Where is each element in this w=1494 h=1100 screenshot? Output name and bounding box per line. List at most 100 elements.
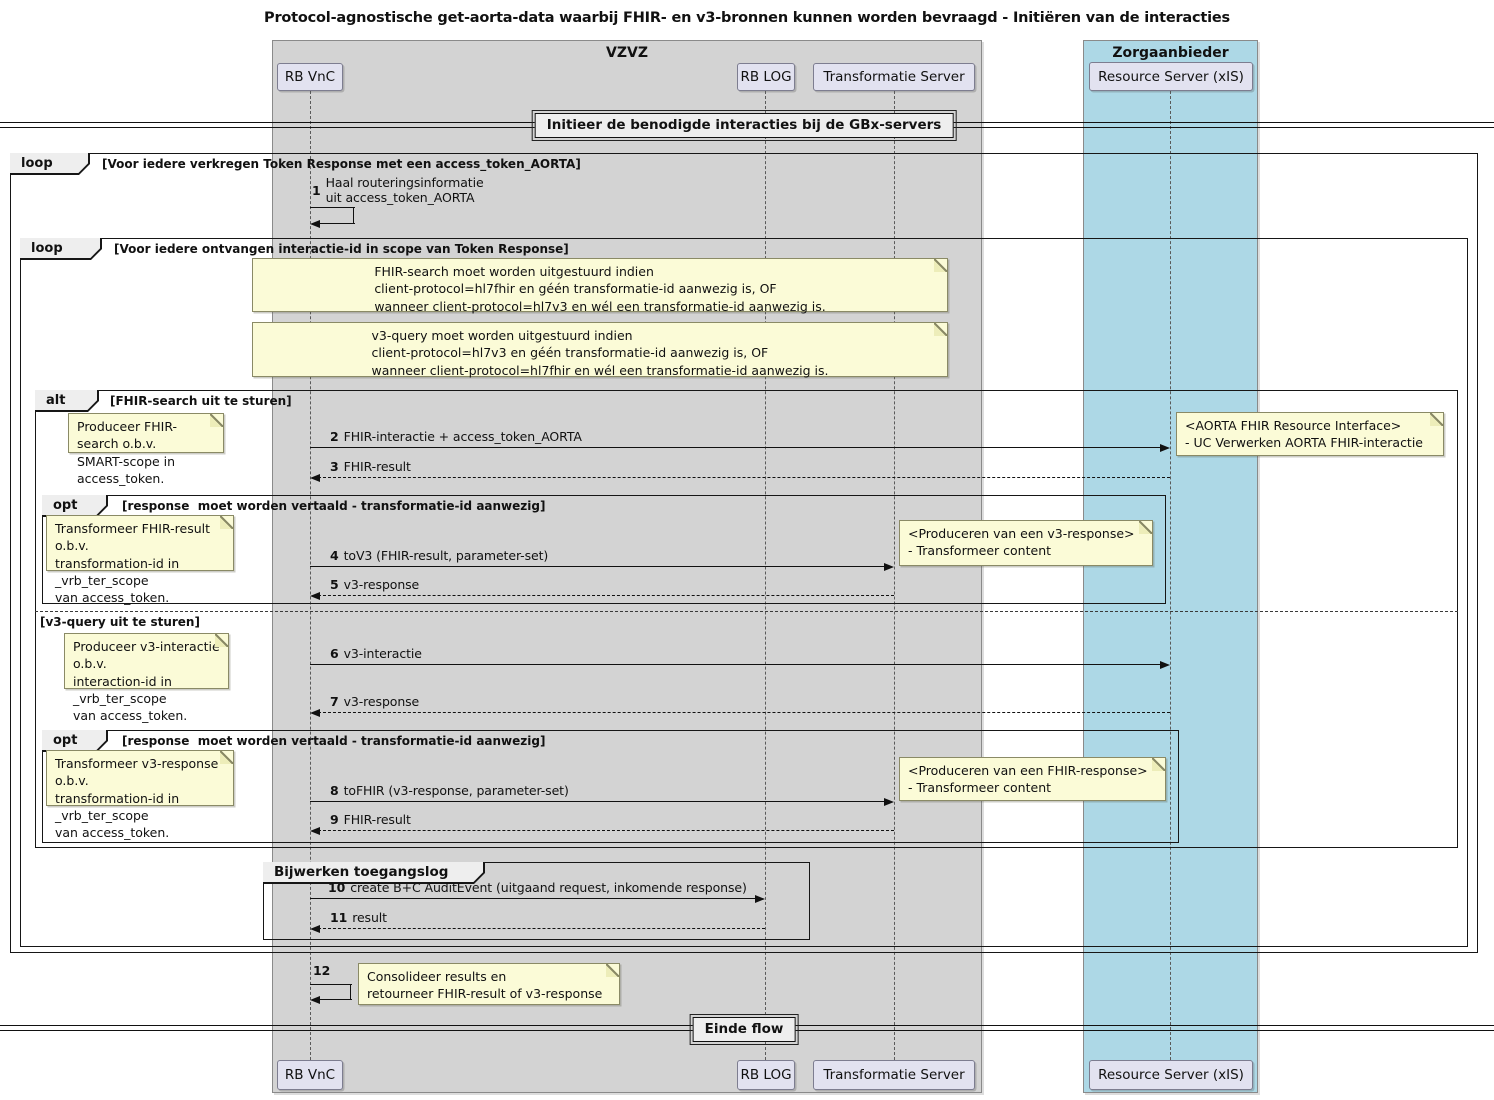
message-4-line (310, 566, 886, 567)
note-fold-icon (220, 516, 233, 529)
opt1-condition: [response moet worden vertaald - transfo… (122, 499, 546, 513)
loop-outer-condition: [Voor iedere verkregen Token Response me… (102, 157, 581, 171)
group-bijwerken-tab: Bijwerken toegangslog (263, 862, 485, 884)
arrowhead (310, 473, 320, 482)
opt-keyword: opt (42, 495, 106, 515)
diagram-title: Protocol-agnostische get-aorta-data waar… (264, 10, 1230, 26)
note-fold-icon (1139, 521, 1152, 534)
arrowhead (884, 562, 894, 571)
message-12-line (310, 984, 352, 985)
note-consolideer-results: Consolideer results en retourneer FHIR-r… (358, 963, 620, 1005)
opt2-tab: opt (42, 730, 108, 752)
participant-label: Resource Server (xIS) (1098, 1067, 1244, 1083)
alt-else-divider (35, 611, 1458, 612)
message-12-label: 12 (313, 963, 331, 978)
note-aorta-fhir-interface: <AORTA FHIR Resource Interface> - UC Ver… (1176, 412, 1444, 456)
participant-label: RB VnC (284, 69, 336, 85)
group-bijwerken-frame (263, 862, 810, 940)
note-fhir-search-rule: FHIR-search moet worden uitgestuurd indi… (252, 258, 948, 314)
message-8-line (310, 801, 886, 802)
alt-frame (35, 390, 1458, 848)
message-5-line (313, 595, 894, 596)
participant-label: Resource Server (xIS) (1098, 68, 1244, 85)
loop-keyword: loop (20, 238, 100, 258)
message-seq: 1 (312, 182, 321, 198)
divider-einde-flow: Einde flow (689, 1014, 799, 1045)
arrowhead (1160, 660, 1170, 669)
arrowhead (310, 219, 320, 228)
group-label: Bijwerken toegangslog (263, 862, 483, 882)
participant-rb-log-bottom: RB LOG (737, 1060, 795, 1090)
participant-resource-server-bottom: Resource Server (xIS) (1089, 1060, 1253, 1090)
arrowhead (755, 894, 765, 903)
loop-outer-tab: loop (10, 153, 90, 175)
message-10-line (310, 898, 755, 899)
note-fold-icon (934, 323, 947, 336)
vzvz-band-title: VZVZ (606, 45, 648, 61)
message-1-line (353, 207, 354, 223)
participant-transformatie-server-bottom: Transformatie Server (813, 1060, 975, 1090)
opt2-condition: [response moet worden vertaald - transfo… (122, 734, 546, 748)
note-produceer-fhir-search: Produceer FHIR-search o.b.v. SMART-scope… (68, 413, 224, 486)
note-produceren-v3-response: <Produceren van een v3-response> - Trans… (899, 520, 1153, 566)
message-9-line (313, 830, 894, 831)
participant-label: Transformatie Server (823, 1067, 965, 1083)
message-1-line (310, 207, 355, 208)
arrowhead (310, 708, 320, 717)
opt-keyword: opt (42, 730, 106, 750)
message-text: Haal routeringsinformatie uit access_tok… (325, 175, 484, 205)
arrowhead (884, 797, 894, 806)
opt1-tab: opt (42, 495, 108, 517)
loop-keyword: loop (10, 153, 88, 173)
message-7-line (313, 712, 1170, 713)
loop-inner-condition: [Voor iedere ontvangen interactie-id in … (114, 242, 569, 256)
lifeline-resource-server (1170, 91, 1171, 1060)
note-fold-icon (220, 751, 233, 764)
message-12-line (350, 984, 351, 999)
participant-rb-vnc-bottom: RB VnC (277, 1060, 343, 1090)
opt1-frame (42, 495, 1166, 604)
message-6-line (310, 664, 1160, 665)
alt-tab: alt (35, 390, 99, 412)
note-produceer-v3-interactie: Produceer v3-interactie o.b.v. interacti… (64, 633, 229, 723)
alt-else-condition: [v3-query uit te sturen] (40, 615, 200, 629)
note-produceren-fhir-response: <Produceren van een FHIR-response> - Tra… (899, 757, 1166, 801)
divider-initieer: Initieer de benodigde interacties bij de… (531, 110, 957, 141)
note-fold-icon (1430, 413, 1443, 426)
message-1-line (314, 223, 355, 224)
note-fold-icon (210, 414, 223, 427)
opt2-frame (42, 730, 1179, 843)
note-fold-icon (215, 634, 228, 647)
arrowhead (310, 591, 320, 600)
arrowhead (310, 924, 320, 933)
participant-resource-server-top: Resource Server (xIS) (1089, 62, 1253, 91)
lifeline-rb-vnc (310, 91, 311, 1060)
alt-keyword: alt (35, 390, 97, 410)
lifeline-transformatie-server (894, 91, 895, 1060)
loop-outer-frame (10, 153, 1478, 953)
message-2-line (310, 447, 1160, 448)
note-fold-icon (934, 259, 947, 272)
loop-inner-frame (20, 238, 1468, 947)
participant-label: RB VnC (284, 1067, 336, 1083)
note-transformeer-fhir-result: Transformeer FHIR-result o.b.v. transfor… (46, 515, 234, 605)
note-v3-query-rule: v3-query moet worden uitgestuurd indien … (252, 322, 948, 378)
participant-label: Transformatie Server (823, 69, 965, 85)
participant-label: RB LOG (740, 69, 792, 85)
zorgaanbieder-band-title: Zorgaanbieder (1112, 45, 1229, 61)
lifeline-rb-log (765, 91, 766, 1060)
note-fold-icon (606, 964, 619, 977)
arrowhead (1160, 443, 1170, 452)
arrowhead (310, 826, 320, 835)
loop-inner-tab: loop (20, 238, 102, 260)
